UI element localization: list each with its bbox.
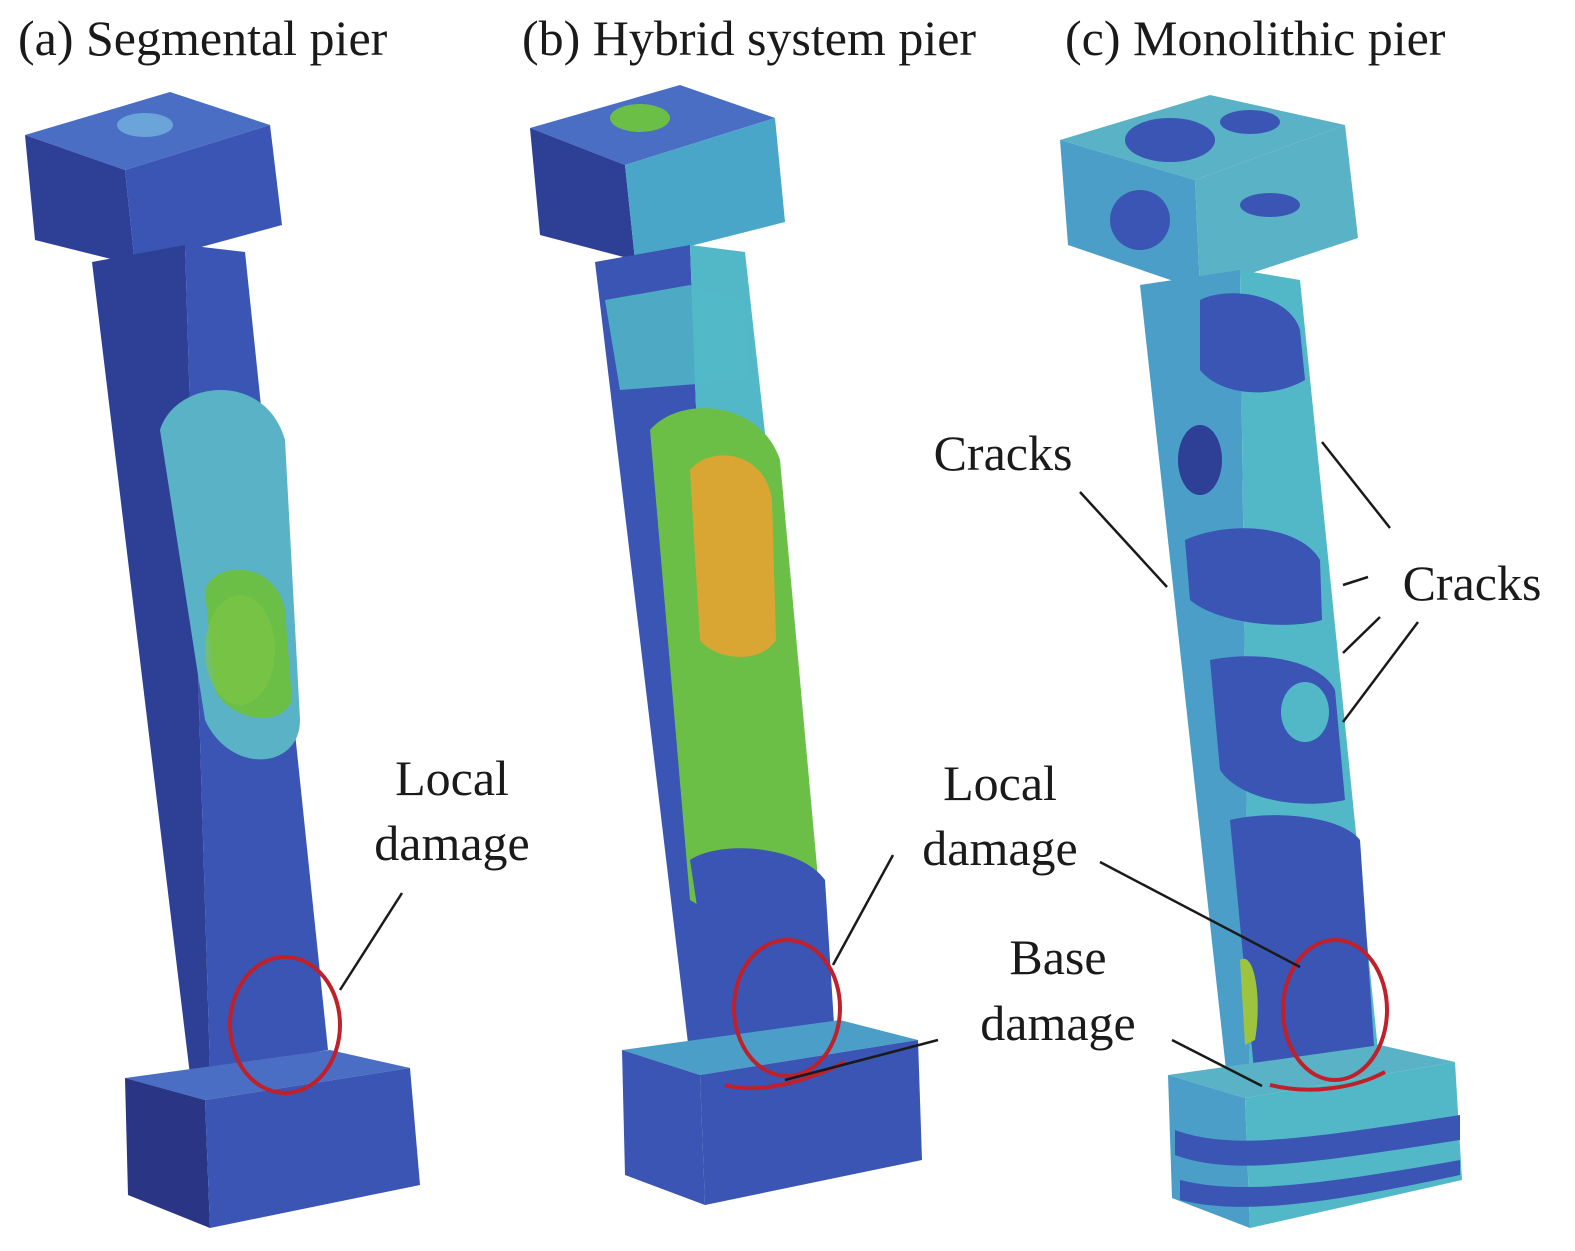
pier-b-base-block [622, 1020, 922, 1205]
pier-c-column [1140, 270, 1380, 1088]
pier-b [530, 85, 939, 1205]
panel-c-cracks-right-label: Cracks [1403, 555, 1542, 611]
pier-c-cracks-left-leader [1079, 491, 1168, 588]
panel-b-local-damage-line2: damage [922, 820, 1077, 876]
pier-c-base-damage-arc [1269, 1070, 1386, 1092]
pier-b-top-cap [530, 85, 785, 260]
pier-c-cracks-right-leader-1 [1321, 441, 1391, 529]
panel-a-local-damage-line2: damage [374, 815, 529, 871]
pier-a [25, 92, 420, 1228]
pier-c-base-damage-leader [1171, 1038, 1263, 1088]
pier-c-cracks-right-leader-3 [1342, 616, 1381, 654]
pier-c-top-cap [1060, 95, 1358, 290]
panel-c-cracks-left-label: Cracks [934, 425, 1073, 481]
pier-a-top-cap [25, 92, 282, 265]
panel-a-title: (a) Segmental pier [18, 10, 388, 66]
pier-c-damage-circle [1281, 938, 1389, 1082]
pier-c-local-damage-leader [1099, 860, 1301, 969]
pier-b-damage-circle [732, 938, 842, 1078]
pier-c-cracks-right-leader-2 [1342, 575, 1369, 587]
panel-a-local-damage-line1: Local [395, 750, 509, 806]
pier-c [1060, 95, 1462, 1228]
pier-b-base-leader-line [784, 1038, 939, 1082]
pier-a-column [92, 245, 328, 1075]
pier-b-column [595, 245, 835, 1060]
pier-a-leader-line [338, 892, 404, 991]
panel-c-title: (c) Monolithic pier [1065, 10, 1446, 66]
panel-c-base-damage-line1: Base [1009, 929, 1106, 985]
panel-b-local-damage-line1: Local [943, 755, 1057, 811]
pier-a-damage-circle [228, 955, 342, 1095]
pier-c-cracks-right-leader-4 [1342, 621, 1419, 723]
pier-b-leader-line [831, 854, 895, 966]
pier-c-base-block [1168, 1045, 1462, 1228]
pier-a-base-block [125, 1050, 420, 1228]
panel-c-base-damage-line2: damage [980, 995, 1135, 1051]
panel-b-title: (b) Hybrid system pier [522, 10, 976, 66]
